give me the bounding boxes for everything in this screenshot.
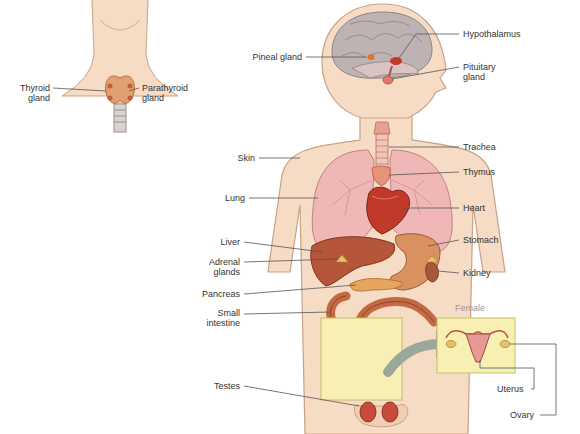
heart-vessel (372, 196, 398, 199)
leader-line (244, 312, 330, 314)
brain-folds (342, 21, 422, 58)
head-outline (322, 4, 446, 118)
part-label: Testes (214, 381, 240, 391)
parathyroid-gland (128, 96, 133, 101)
part-label: Uterus (497, 384, 524, 394)
pineal-gland (368, 54, 375, 60)
uterus-shape (466, 334, 490, 362)
leader-line (399, 34, 459, 58)
part-label: Pancreas (202, 289, 240, 299)
part-label: Pituitary gland (463, 62, 508, 82)
pancreas (350, 279, 402, 292)
part-label: Trachea (463, 142, 496, 152)
leader-line (306, 57, 366, 58)
pituitary-gland (383, 76, 393, 84)
part-label: Female (455, 303, 485, 313)
part-label: Heart (463, 203, 485, 213)
part-label: Stomach (463, 235, 499, 245)
testis (360, 402, 376, 422)
ovary-shape (500, 341, 510, 348)
heart (367, 187, 410, 234)
parathyroid-gland (128, 84, 133, 89)
inset-box (437, 318, 515, 373)
adrenal-gland (336, 255, 348, 262)
part-label: Kidney (463, 268, 491, 278)
part-label: Pineal gland (252, 52, 302, 62)
leader-line (129, 88, 139, 91)
leader-line (510, 344, 556, 415)
part-label: Liver (220, 237, 240, 247)
leader-line (404, 208, 459, 209)
leader-line (438, 271, 459, 273)
leader-line (244, 386, 359, 406)
leader-line (428, 240, 459, 246)
part-label: Hypothalamus (463, 29, 521, 39)
leader-line (244, 285, 356, 294)
part-label: Adrenal glands (195, 257, 240, 277)
leader-line (53, 88, 106, 91)
female-inset (437, 318, 515, 373)
part-label: Thymus (463, 167, 495, 177)
leader-line (244, 242, 322, 252)
leader-line (389, 172, 459, 175)
larynx (374, 122, 390, 134)
neck-inset (62, 0, 178, 132)
testis (382, 402, 398, 422)
part-label: Lung (225, 193, 245, 203)
hypothalamus (390, 57, 402, 65)
parathyroid-gland (108, 96, 113, 101)
thyroid-gland (106, 76, 135, 103)
leader-line (259, 158, 300, 159)
pelvis-highlight-box (321, 318, 402, 400)
part-label: Skin (237, 153, 255, 163)
kidney (426, 262, 439, 282)
part-label: Ovary (510, 410, 534, 420)
trachea-rings (376, 140, 388, 164)
thymus (372, 166, 390, 186)
jaw-line (100, 20, 140, 30)
pituitary-stalk (389, 66, 392, 76)
ovary-shape (446, 341, 456, 348)
part-label: Parathyroid gland (142, 83, 192, 103)
parathyroid-gland (108, 84, 113, 89)
cerebellum (352, 62, 418, 78)
leader-lines (53, 34, 556, 415)
leader-line (389, 147, 459, 148)
part-label: Thyroid gland (14, 83, 50, 103)
leader-line (249, 198, 318, 199)
leader-line (244, 259, 338, 262)
leader-line (392, 67, 459, 79)
body-outline (268, 112, 505, 434)
part-label: Small intestine (195, 308, 240, 328)
adrenal-gland (426, 256, 438, 262)
brain (332, 12, 432, 78)
zoom-arrow (388, 344, 440, 372)
